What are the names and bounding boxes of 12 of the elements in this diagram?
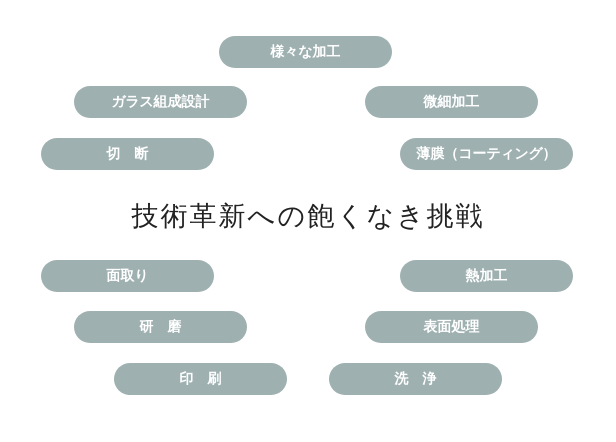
rounded-label-box: 切 断 [41, 138, 214, 170]
rounded-label-box: 微細加工 [365, 86, 538, 118]
rounded-label-box: 印 刷 [114, 363, 287, 395]
rounded-label-box: 様々な加工 [219, 36, 392, 68]
title: 技術革新への飽くなき挑戦 [130, 200, 486, 234]
rounded-label-box: 熱加工 [400, 260, 573, 292]
rounded-label-box: 研 磨 [74, 311, 247, 343]
rounded-label-box: ガラス組成設計 [74, 86, 247, 118]
rounded-label-box: 薄膜（コーティング） [400, 138, 573, 170]
rounded-label-box: 洗 浄 [329, 363, 502, 395]
rounded-label-box: 表面処理 [365, 311, 538, 343]
rounded-label-box: 面取り [41, 260, 214, 292]
